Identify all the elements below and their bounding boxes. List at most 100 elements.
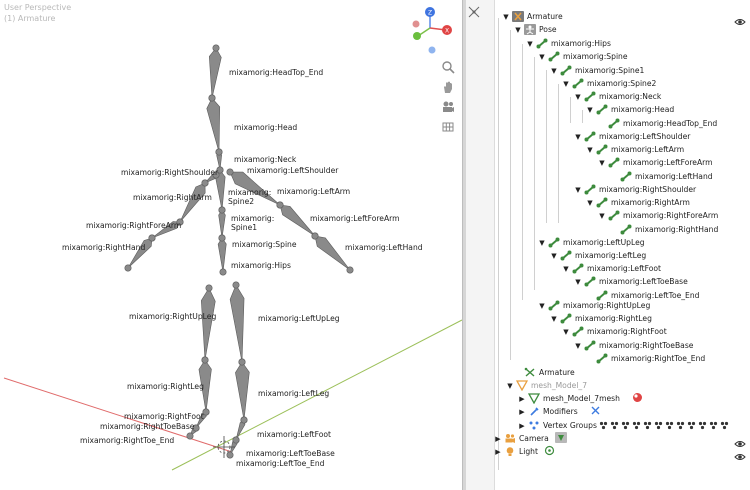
r-arm-bone[interactable] bbox=[179, 182, 206, 223]
outliner-row-lforearm[interactable]: ▼mixamorig:LeftForeArm bbox=[598, 156, 713, 169]
expand-down-icon[interactable]: ▼ bbox=[551, 314, 557, 323]
vertex-group-icon[interactable] bbox=[665, 421, 674, 430]
outliner-row-mesh-data[interactable]: ▶mesh_Model_7mesh bbox=[518, 392, 643, 405]
outliner-panel[interactable]: ▼Armature▼Pose▼mixamorig:Hips▼mixamorig:… bbox=[466, 0, 750, 490]
vertex-group-icon[interactable] bbox=[687, 421, 696, 430]
camera-icon[interactable] bbox=[441, 100, 455, 114]
expand-down-icon[interactable]: ▼ bbox=[575, 341, 581, 350]
outliner-row-spine2[interactable]: ▼mixamorig:Spine2 bbox=[562, 77, 656, 90]
head-bone[interactable] bbox=[206, 97, 221, 153]
headtop-bone[interactable] bbox=[208, 47, 222, 99]
outliner-row-rhand[interactable]: mixamorig:RightHand bbox=[610, 223, 718, 236]
expand-down-icon[interactable]: ▼ bbox=[575, 132, 581, 141]
bone-joint[interactable] bbox=[276, 201, 284, 209]
zoom-icon[interactable] bbox=[441, 60, 455, 74]
outliner-row-larm[interactable]: ▼mixamorig:LeftArm bbox=[586, 143, 684, 156]
hand-icon[interactable] bbox=[441, 80, 455, 94]
expand-down-icon[interactable]: ▼ bbox=[527, 39, 533, 48]
expand-down-icon[interactable]: ▼ bbox=[587, 105, 593, 114]
expand-right-icon[interactable]: ▶ bbox=[519, 421, 525, 430]
outliner-row-lupleg[interactable]: ▼mixamorig:LeftUpLeg bbox=[538, 236, 645, 249]
bone-joint[interactable] bbox=[186, 432, 194, 440]
vertex-group-icon[interactable] bbox=[610, 421, 619, 430]
expand-down-icon[interactable]: ▼ bbox=[599, 211, 605, 220]
vertex-group-icon[interactable] bbox=[709, 421, 718, 430]
outliner-row-spine[interactable]: ▼mixamorig:Spine bbox=[538, 50, 628, 63]
visibility-eye-icon[interactable] bbox=[734, 434, 746, 447]
navigation-gizmo[interactable]: Z X bbox=[408, 6, 456, 58]
vertex-group-icon[interactable] bbox=[643, 421, 652, 430]
outliner-row-rtoeend[interactable]: mixamorig:RightToe_End bbox=[586, 352, 705, 365]
outliner-row-rarm[interactable]: ▼mixamorig:RightArm bbox=[586, 196, 690, 209]
visibility-eye-icon[interactable] bbox=[734, 12, 746, 25]
expand-down-icon[interactable]: ▼ bbox=[575, 185, 581, 194]
3d-viewport[interactable]: User Perspective (1) Armature mixamorig:… bbox=[0, 0, 462, 490]
outliner-row-rtoebase[interactable]: ▼mixamorig:RightToeBase bbox=[574, 339, 693, 352]
expand-down-icon[interactable]: ▼ bbox=[587, 145, 593, 154]
outliner-row-armature[interactable]: ▼Armature bbox=[502, 10, 563, 23]
l-forearm-bone[interactable] bbox=[314, 235, 351, 271]
expand-down-icon[interactable]: ▼ bbox=[563, 264, 569, 273]
outliner-row-lleg[interactable]: ▼mixamorig:LeftLeg bbox=[550, 249, 646, 262]
expand-down-icon[interactable]: ▼ bbox=[515, 25, 521, 34]
vertex-group-icon[interactable] bbox=[654, 421, 663, 430]
spine-bone[interactable] bbox=[217, 237, 227, 273]
expand-right-icon[interactable]: ▶ bbox=[495, 434, 501, 443]
area-divider[interactable] bbox=[462, 0, 466, 490]
outliner-row-ltoeend[interactable]: mixamorig:LeftToe_End bbox=[586, 289, 700, 302]
outliner-row-ltoebase[interactable]: ▼mixamorig:LeftToeBase bbox=[574, 275, 688, 288]
expand-down-icon[interactable]: ▼ bbox=[587, 198, 593, 207]
bone-joint[interactable] bbox=[208, 94, 216, 102]
expand-right-icon[interactable]: ▶ bbox=[519, 394, 525, 403]
outliner-row-mesh[interactable]: ▼mesh_Model_7 bbox=[506, 379, 587, 392]
bone-joint[interactable] bbox=[192, 424, 200, 432]
spine1-bone[interactable] bbox=[218, 209, 226, 239]
bone-joint[interactable] bbox=[205, 284, 213, 292]
outliner-row-light[interactable]: ▶Light bbox=[494, 445, 555, 458]
outliner-row-hips[interactable]: ▼mixamorig:Hips bbox=[526, 37, 611, 50]
expand-right-icon[interactable]: ▶ bbox=[495, 447, 501, 456]
expand-right-icon[interactable]: ▶ bbox=[519, 407, 525, 416]
bone-joint[interactable] bbox=[311, 232, 319, 240]
vertex-group-icon[interactable] bbox=[632, 421, 641, 430]
vertex-group-icon[interactable] bbox=[676, 421, 685, 430]
outliner-row-camera[interactable]: ▶Camera bbox=[494, 432, 567, 445]
bone-joint[interactable] bbox=[202, 408, 210, 416]
outliner-row-lshoulder[interactable]: ▼mixamorig:LeftShoulder bbox=[574, 130, 690, 143]
bone-joint[interactable] bbox=[232, 436, 240, 444]
expand-down-icon[interactable]: ▼ bbox=[539, 301, 545, 310]
bone-joint[interactable] bbox=[240, 416, 248, 424]
expand-down-icon[interactable]: ▼ bbox=[563, 327, 569, 336]
vertex-group-icon[interactable] bbox=[621, 421, 630, 430]
expand-down-icon[interactable]: ▼ bbox=[507, 381, 513, 390]
expand-down-icon[interactable]: ▼ bbox=[575, 277, 581, 286]
bone-joint[interactable] bbox=[216, 166, 224, 174]
outliner-row-armature-data[interactable]: Armature bbox=[514, 366, 575, 379]
bone-joint[interactable] bbox=[176, 218, 184, 226]
bone-joint[interactable] bbox=[148, 234, 156, 242]
expand-down-icon[interactable]: ▼ bbox=[551, 251, 557, 260]
outliner-row-rfoot[interactable]: ▼mixamorig:RightFoot bbox=[562, 325, 667, 338]
bone-joint[interactable] bbox=[212, 44, 220, 52]
outliner-row-vertex-groups[interactable]: ▶Vertex Groups bbox=[518, 419, 729, 432]
bone-joint[interactable] bbox=[124, 264, 132, 272]
l-upleg-bone[interactable] bbox=[229, 284, 245, 363]
grid-icon[interactable] bbox=[441, 120, 455, 134]
outliner-row-rshoulder[interactable]: ▼mixamorig:RightShoulder bbox=[574, 183, 696, 196]
expand-down-icon[interactable]: ▼ bbox=[575, 92, 581, 101]
visibility-eye-icon[interactable] bbox=[734, 447, 746, 460]
bone-joint[interactable] bbox=[201, 179, 209, 187]
expand-down-icon[interactable]: ▼ bbox=[563, 79, 569, 88]
l-leg-bone[interactable] bbox=[235, 361, 250, 421]
outliner-row-neck[interactable]: ▼mixamorig:Neck bbox=[574, 90, 661, 103]
bone-joint[interactable] bbox=[346, 266, 354, 274]
outliner-row-lfoot[interactable]: ▼mixamorig:LeftFoot bbox=[562, 262, 661, 275]
outliner-row-spine1[interactable]: ▼mixamorig:Spine1 bbox=[550, 64, 644, 77]
expand-down-icon[interactable]: ▼ bbox=[539, 52, 545, 61]
bone-joint[interactable] bbox=[215, 148, 223, 156]
expand-down-icon[interactable]: ▼ bbox=[551, 66, 557, 75]
r-upleg-bone[interactable] bbox=[200, 287, 216, 361]
bone-joint[interactable] bbox=[218, 206, 226, 214]
bone-joint[interactable] bbox=[226, 168, 234, 176]
bone-joint[interactable] bbox=[201, 356, 209, 364]
